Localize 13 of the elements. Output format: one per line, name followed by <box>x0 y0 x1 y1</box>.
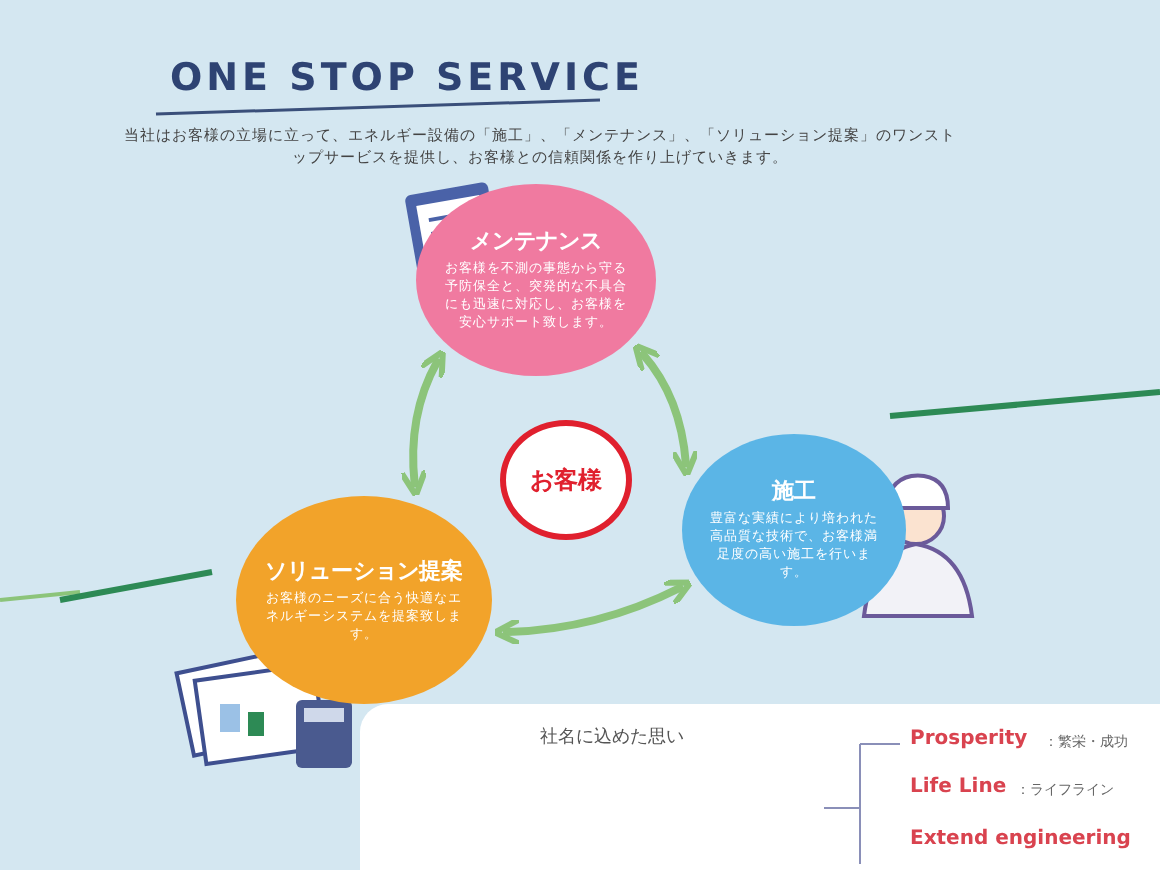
english-word: Life Line <box>910 776 1007 798</box>
circle-heading: メンテナンス <box>470 228 602 254</box>
double-arrow <box>632 342 700 479</box>
circle-label: お客様 <box>530 463 602 497</box>
english-word: Extend engineering <box>910 828 1131 850</box>
double-arrow <box>398 348 446 499</box>
circle-heading: 施工 <box>772 478 816 504</box>
circle-heading: ソリューション提案 <box>265 557 463 583</box>
double-arrow <box>491 579 694 647</box>
card-heading: 社名に込めた思い <box>540 725 684 750</box>
title: ONE STOP SERVICE <box>170 56 644 100</box>
service-circle <box>416 184 656 376</box>
english-word: Prosperity <box>910 728 1028 750</box>
